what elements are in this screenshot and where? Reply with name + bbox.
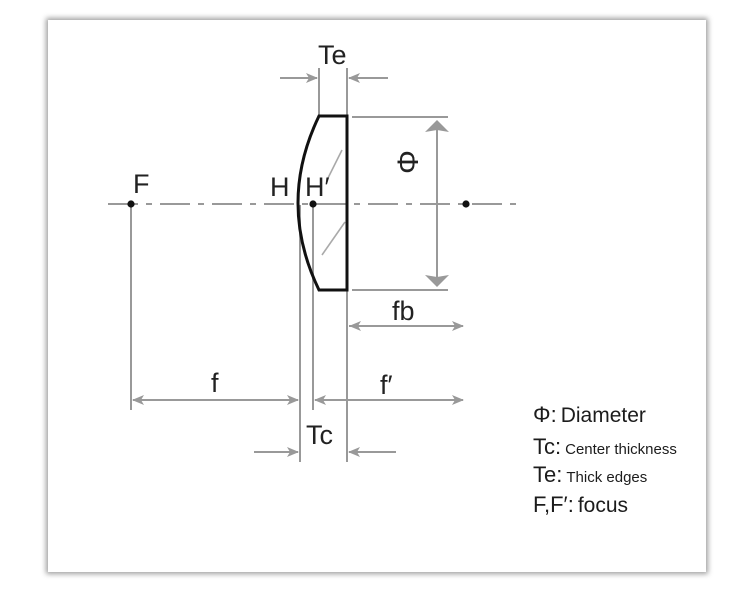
legend-separator: : bbox=[567, 492, 574, 517]
diameter-label: Φ bbox=[392, 150, 425, 174]
te-label: Te bbox=[318, 40, 347, 70]
legend-symbol: F,F′ bbox=[533, 492, 568, 517]
legend-item-center-thickness: Tc:Center thickness bbox=[533, 434, 677, 460]
tc-label: Tc bbox=[306, 420, 333, 450]
diagram-card bbox=[48, 20, 706, 572]
principal-h-prime-label: H′ bbox=[305, 172, 330, 202]
legend-text: focus bbox=[577, 494, 629, 517]
legend-text: Thick edges bbox=[566, 469, 648, 486]
f-prime-label: f′ bbox=[380, 370, 393, 400]
focus-point-back bbox=[462, 200, 470, 208]
legend-separator: : bbox=[556, 462, 563, 487]
legend-item-focus: F,F′:focus bbox=[533, 492, 628, 518]
principal-point-h-prime bbox=[309, 200, 317, 208]
legend-symbol: Tc bbox=[533, 434, 555, 459]
legend-text: Diameter bbox=[560, 404, 646, 427]
legend-item-diameter: Φ:Diameter bbox=[533, 402, 646, 428]
f-label: f bbox=[211, 368, 219, 398]
legend-text: Center thickness bbox=[565, 441, 677, 458]
fb-label: fb bbox=[392, 296, 415, 326]
legend-symbol: Te bbox=[533, 462, 557, 487]
focus-point-front bbox=[127, 200, 135, 208]
legend-symbol: Φ bbox=[533, 402, 551, 427]
legend-item-thick-edges: Te:Thick edges bbox=[533, 462, 647, 488]
lens-hatching bbox=[321, 149, 346, 256]
legend-separator: : bbox=[550, 402, 557, 427]
legend-separator: : bbox=[555, 434, 562, 459]
fb-arrow-tail bbox=[349, 321, 361, 331]
focus-front-label: F bbox=[133, 169, 150, 199]
principal-h-label: H bbox=[270, 172, 290, 202]
lens-outline bbox=[296, 114, 349, 292]
